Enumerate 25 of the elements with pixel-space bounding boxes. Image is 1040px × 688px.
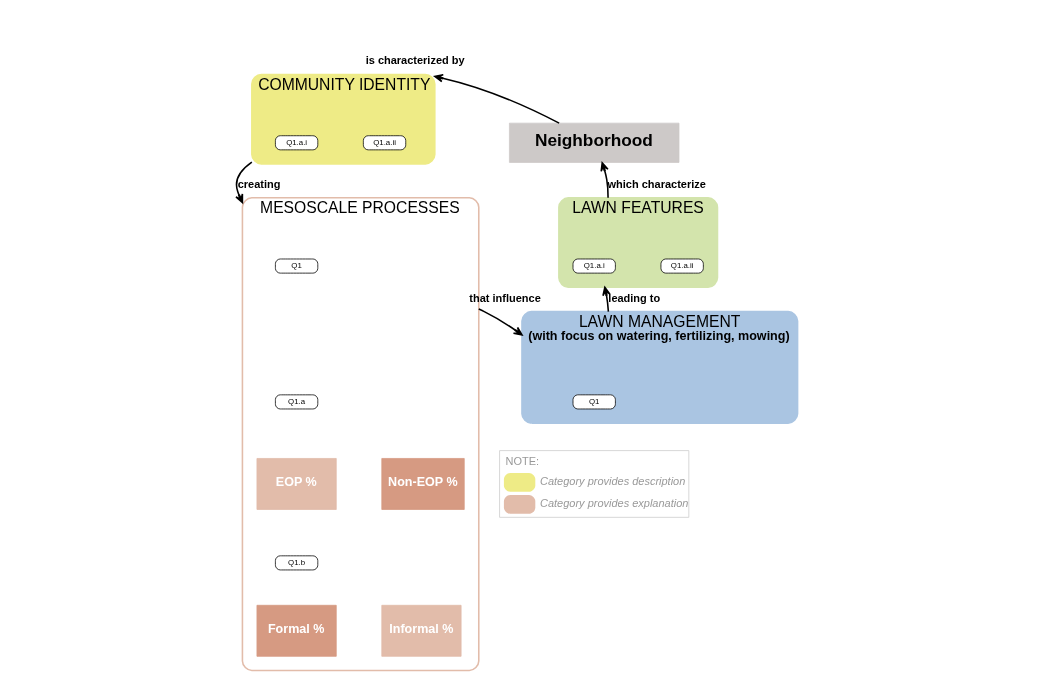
arrow [600,161,609,199]
legend-label: Category provides explanation [540,496,689,509]
node-box: Informal % [381,604,462,657]
arrow [602,286,611,313]
node-box: Q1 [275,258,319,274]
node-box: Q1.a.i [572,258,616,274]
label: NOTE: [505,455,540,468]
edge-label: is characterized by [365,54,465,67]
node-box: Q1 [572,394,616,410]
arrow [235,161,253,204]
node-box: Q1.a.ii [362,135,407,151]
node-box: Neighborhood [509,122,680,163]
edge-label: creating [237,177,281,190]
arrow [478,308,523,336]
arrow [434,73,560,124]
legend-label: Category provides description [540,474,686,487]
node-box: Q1.a.i [275,135,319,151]
node-box: Q1.b [275,555,319,571]
node-box: Q1.a.ii [660,258,704,274]
node-box: Q1.a [275,394,319,410]
edge-label: that influence [469,291,541,304]
node-box: Formal % [256,604,337,657]
edge-label: leading to [608,291,661,304]
node-box: EOP % [256,458,337,510]
node-box: Non-EOP % [381,458,465,510]
